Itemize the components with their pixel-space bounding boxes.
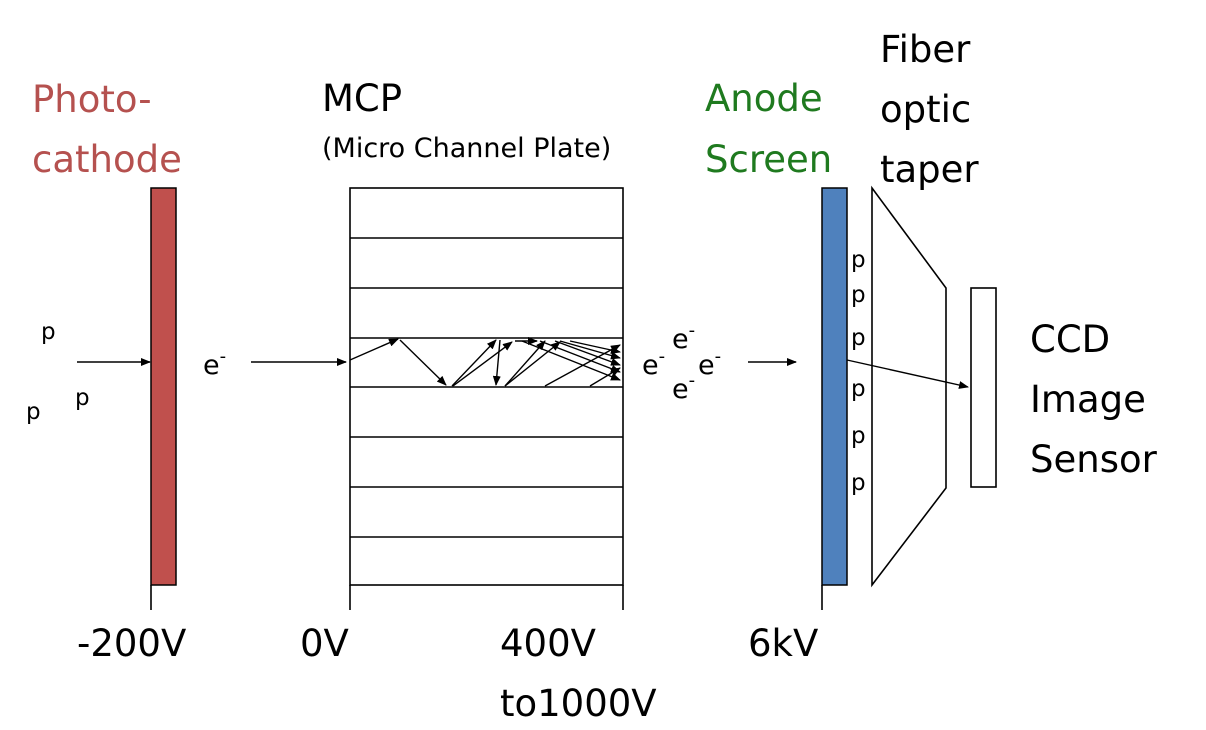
ccd-label-line1: CCD [1030, 318, 1110, 361]
photocathode-plate [150, 187, 177, 586]
photon-label-2: p [26, 399, 41, 425]
photocathode-label-line2: cathode [32, 138, 182, 181]
svg-text:p: p [851, 376, 866, 402]
ccd-sensor [970, 287, 997, 488]
anode-label-line1: Anode [705, 77, 823, 120]
fiber-label-line2: optic [880, 88, 971, 131]
mcp-channels [349, 187, 624, 586]
photon-label-1: p [41, 319, 56, 345]
fiber-label-line3: taper [880, 148, 979, 191]
svg-text:p: p [851, 247, 866, 273]
fiber-optic-taper [871, 185, 947, 588]
svg-text:e-: e- [642, 346, 665, 381]
phosphor-photons: p p p p p p [851, 247, 866, 496]
photoelectron-label: e- [203, 346, 226, 381]
svg-text:p: p [851, 282, 866, 308]
mcp-output-voltage-line2: to1000V [500, 682, 657, 725]
mcp-subtitle: (Micro Channel Plate) [322, 133, 611, 164]
ccd-label-line3: Sensor [1030, 438, 1158, 481]
svg-text:p: p [851, 470, 866, 496]
anode-label-line2: Screen [705, 138, 832, 181]
anode-screen [821, 187, 848, 586]
mcp-output-voltage-line1: 400V [500, 622, 596, 665]
mcp-title: MCP [322, 77, 402, 120]
svg-text:e-: e- [698, 346, 721, 381]
mcp-input-voltage: 0V [300, 622, 349, 665]
photocathode-label-line1: Photo- [32, 78, 152, 121]
output-electrons: e- e- e- e- [642, 320, 721, 405]
svg-text:e-: e- [672, 370, 695, 405]
electron-cascade [349, 337, 621, 387]
svg-text:p: p [851, 423, 866, 449]
ccd-label-line2: Image [1030, 378, 1146, 421]
svg-text:e-: e- [672, 320, 695, 355]
photocathode-voltage: -200V [77, 622, 186, 665]
svg-text:p: p [851, 325, 866, 351]
fiber-label-line1: Fiber [880, 28, 971, 71]
anode-voltage: 6kV [748, 622, 818, 665]
photon-label-3: p [75, 385, 90, 411]
taper-light-arrow [846, 359, 969, 389]
